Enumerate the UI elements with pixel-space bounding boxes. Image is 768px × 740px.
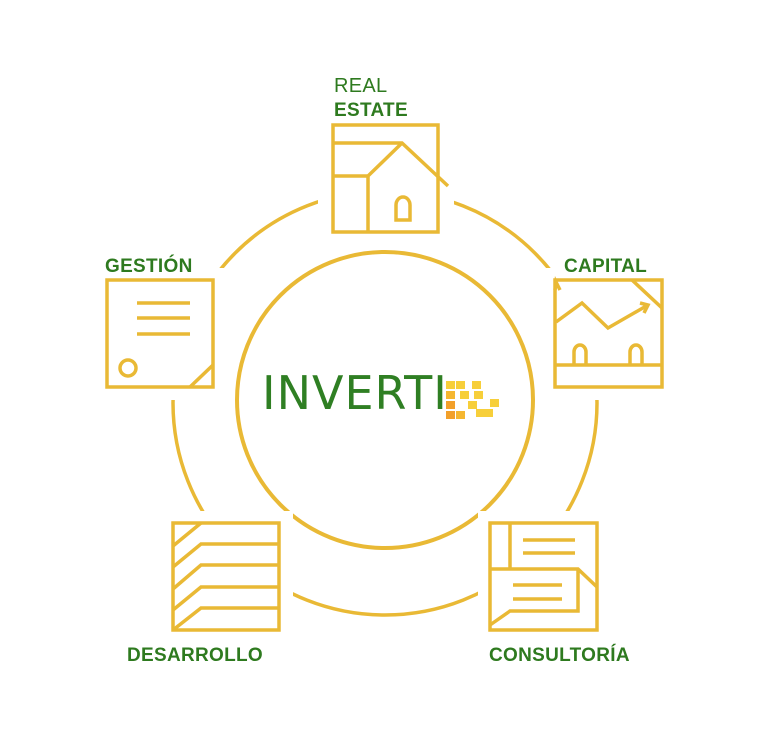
chat-bubbles-icon [478,511,610,643]
chart-house-icon [541,268,675,400]
label-real-estate-line1: REAL [334,75,388,97]
logo-pixel-mark [446,381,499,419]
inner-ring [235,250,535,550]
label-capital: CAPITAL [564,256,648,277]
document-icon [95,268,227,400]
stairs-icon [161,511,293,643]
label-real-estate-line2: ESTATE [334,100,408,121]
label-gestion: GESTIÓN [105,256,193,277]
logo-text: INVERTI [262,366,448,420]
house-icon [318,114,454,246]
label-desarrollo: DESARROLLO [127,645,263,666]
label-consultoria: CONSULTORÍA [489,645,630,666]
